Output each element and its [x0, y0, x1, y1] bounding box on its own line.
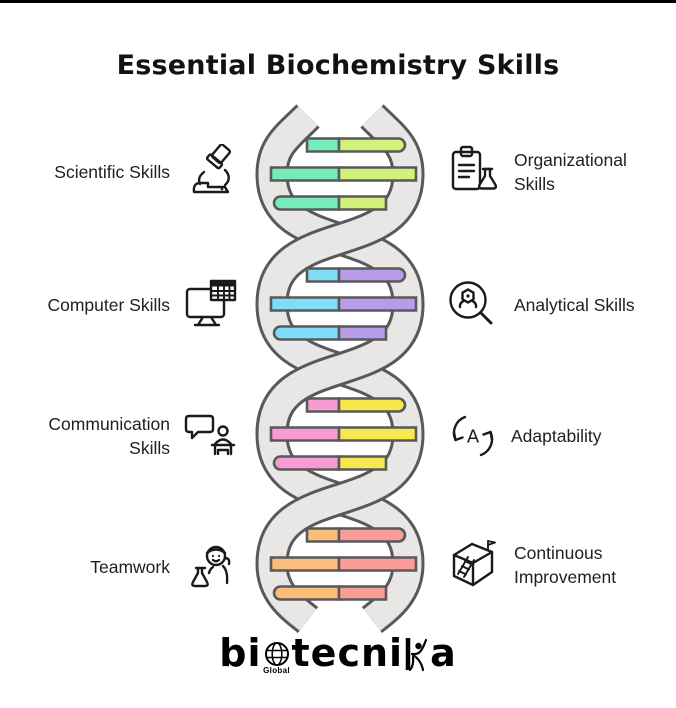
- microscope-icon: [192, 144, 232, 194]
- box-ladder-flag-icon: [452, 540, 496, 587]
- logo-globe-icon: Global: [263, 641, 290, 675]
- dna-rung-half: [337, 296, 418, 312]
- page-title: Essential Biochemistry Skills: [116, 50, 560, 81]
- dna-rung-half: [337, 325, 388, 341]
- adaptability-label-wrap: Adaptability: [511, 424, 676, 448]
- logo-text-tecni: tecni: [291, 631, 404, 675]
- computer-skills-label: Computer Skills: [47, 294, 170, 315]
- dna-strands: [255, 104, 425, 634]
- dna-rung-half: [272, 195, 341, 211]
- dna-rung-half: [272, 455, 341, 471]
- dna-rung-half: [337, 166, 418, 182]
- logo-text-a: a: [430, 631, 457, 675]
- dna-rung-half: [269, 556, 341, 572]
- dna-rung-half: [337, 426, 418, 442]
- clipboard-flask-icon: [451, 145, 498, 191]
- dna-rung-half: [337, 137, 407, 153]
- list-item-computer-skills: Computer Skills: [7, 277, 239, 333]
- biotecnika-logo: bi Global tecni a: [0, 633, 676, 677]
- dna-rung-half: [337, 585, 388, 601]
- communication-skills-label: Communication Skills: [48, 413, 170, 458]
- dna-rung-half: [305, 267, 341, 283]
- analytical-skills-label: Analytical Skills: [514, 294, 635, 315]
- list-item-teamwork: Teamwork: [7, 539, 239, 595]
- logo-global-label: Global: [263, 666, 290, 675]
- magnifier-molecule-icon: [449, 281, 493, 325]
- list-item-analytical-skills: Analytical Skills: [445, 277, 676, 333]
- dna-rung-half: [337, 397, 407, 413]
- dna-rung-half: [337, 195, 388, 211]
- cycle-arrows-a-icon: A: [452, 415, 494, 457]
- dna-rung-half: [305, 397, 341, 413]
- dna-rung-half: [269, 296, 341, 312]
- scientist-flask-icon: [191, 545, 231, 588]
- continuous-improvement-label: Continuous Improvement: [514, 542, 617, 587]
- scientific-skills-label: Scientific Skills: [54, 161, 170, 182]
- adaptability-label: Adaptability: [511, 425, 602, 446]
- svg-text:A: A: [467, 427, 480, 448]
- dna-rung-half: [337, 267, 407, 283]
- list-item-scientific-skills: Scientific Skills: [7, 144, 239, 200]
- dna-rung-half: [272, 585, 341, 601]
- list-item-continuous-improvement: Continuous Improvement: [445, 537, 676, 593]
- dna-rung-half: [305, 527, 341, 543]
- dna-rung-half: [269, 166, 341, 182]
- dna-rung-half: [337, 556, 418, 572]
- dna-helix-graphic: [255, 104, 425, 634]
- list-item-communication-skills: Communication Skills: [7, 408, 239, 464]
- dna-rungs: [269, 137, 418, 601]
- dna-rung-half: [337, 527, 407, 543]
- teamwork-label: Teamwork: [90, 556, 170, 577]
- logo-k-figure-icon: [405, 636, 429, 677]
- dna-rung-half: [337, 455, 388, 471]
- monitor-spreadsheet-icon: [185, 279, 237, 327]
- dna-rung-half: [269, 426, 341, 442]
- list-item-adaptability: A: [445, 408, 676, 464]
- top-border: [0, 0, 676, 3]
- list-item-organizational-skills: Organizational Skills: [445, 144, 676, 200]
- dna-rung-half: [305, 137, 341, 153]
- dna-rung-half: [272, 325, 341, 341]
- speech-bubble-person-icon: [184, 414, 236, 456]
- logo-text-bi: bi: [219, 631, 262, 675]
- organizational-skills-label: Organizational Skills: [514, 149, 627, 194]
